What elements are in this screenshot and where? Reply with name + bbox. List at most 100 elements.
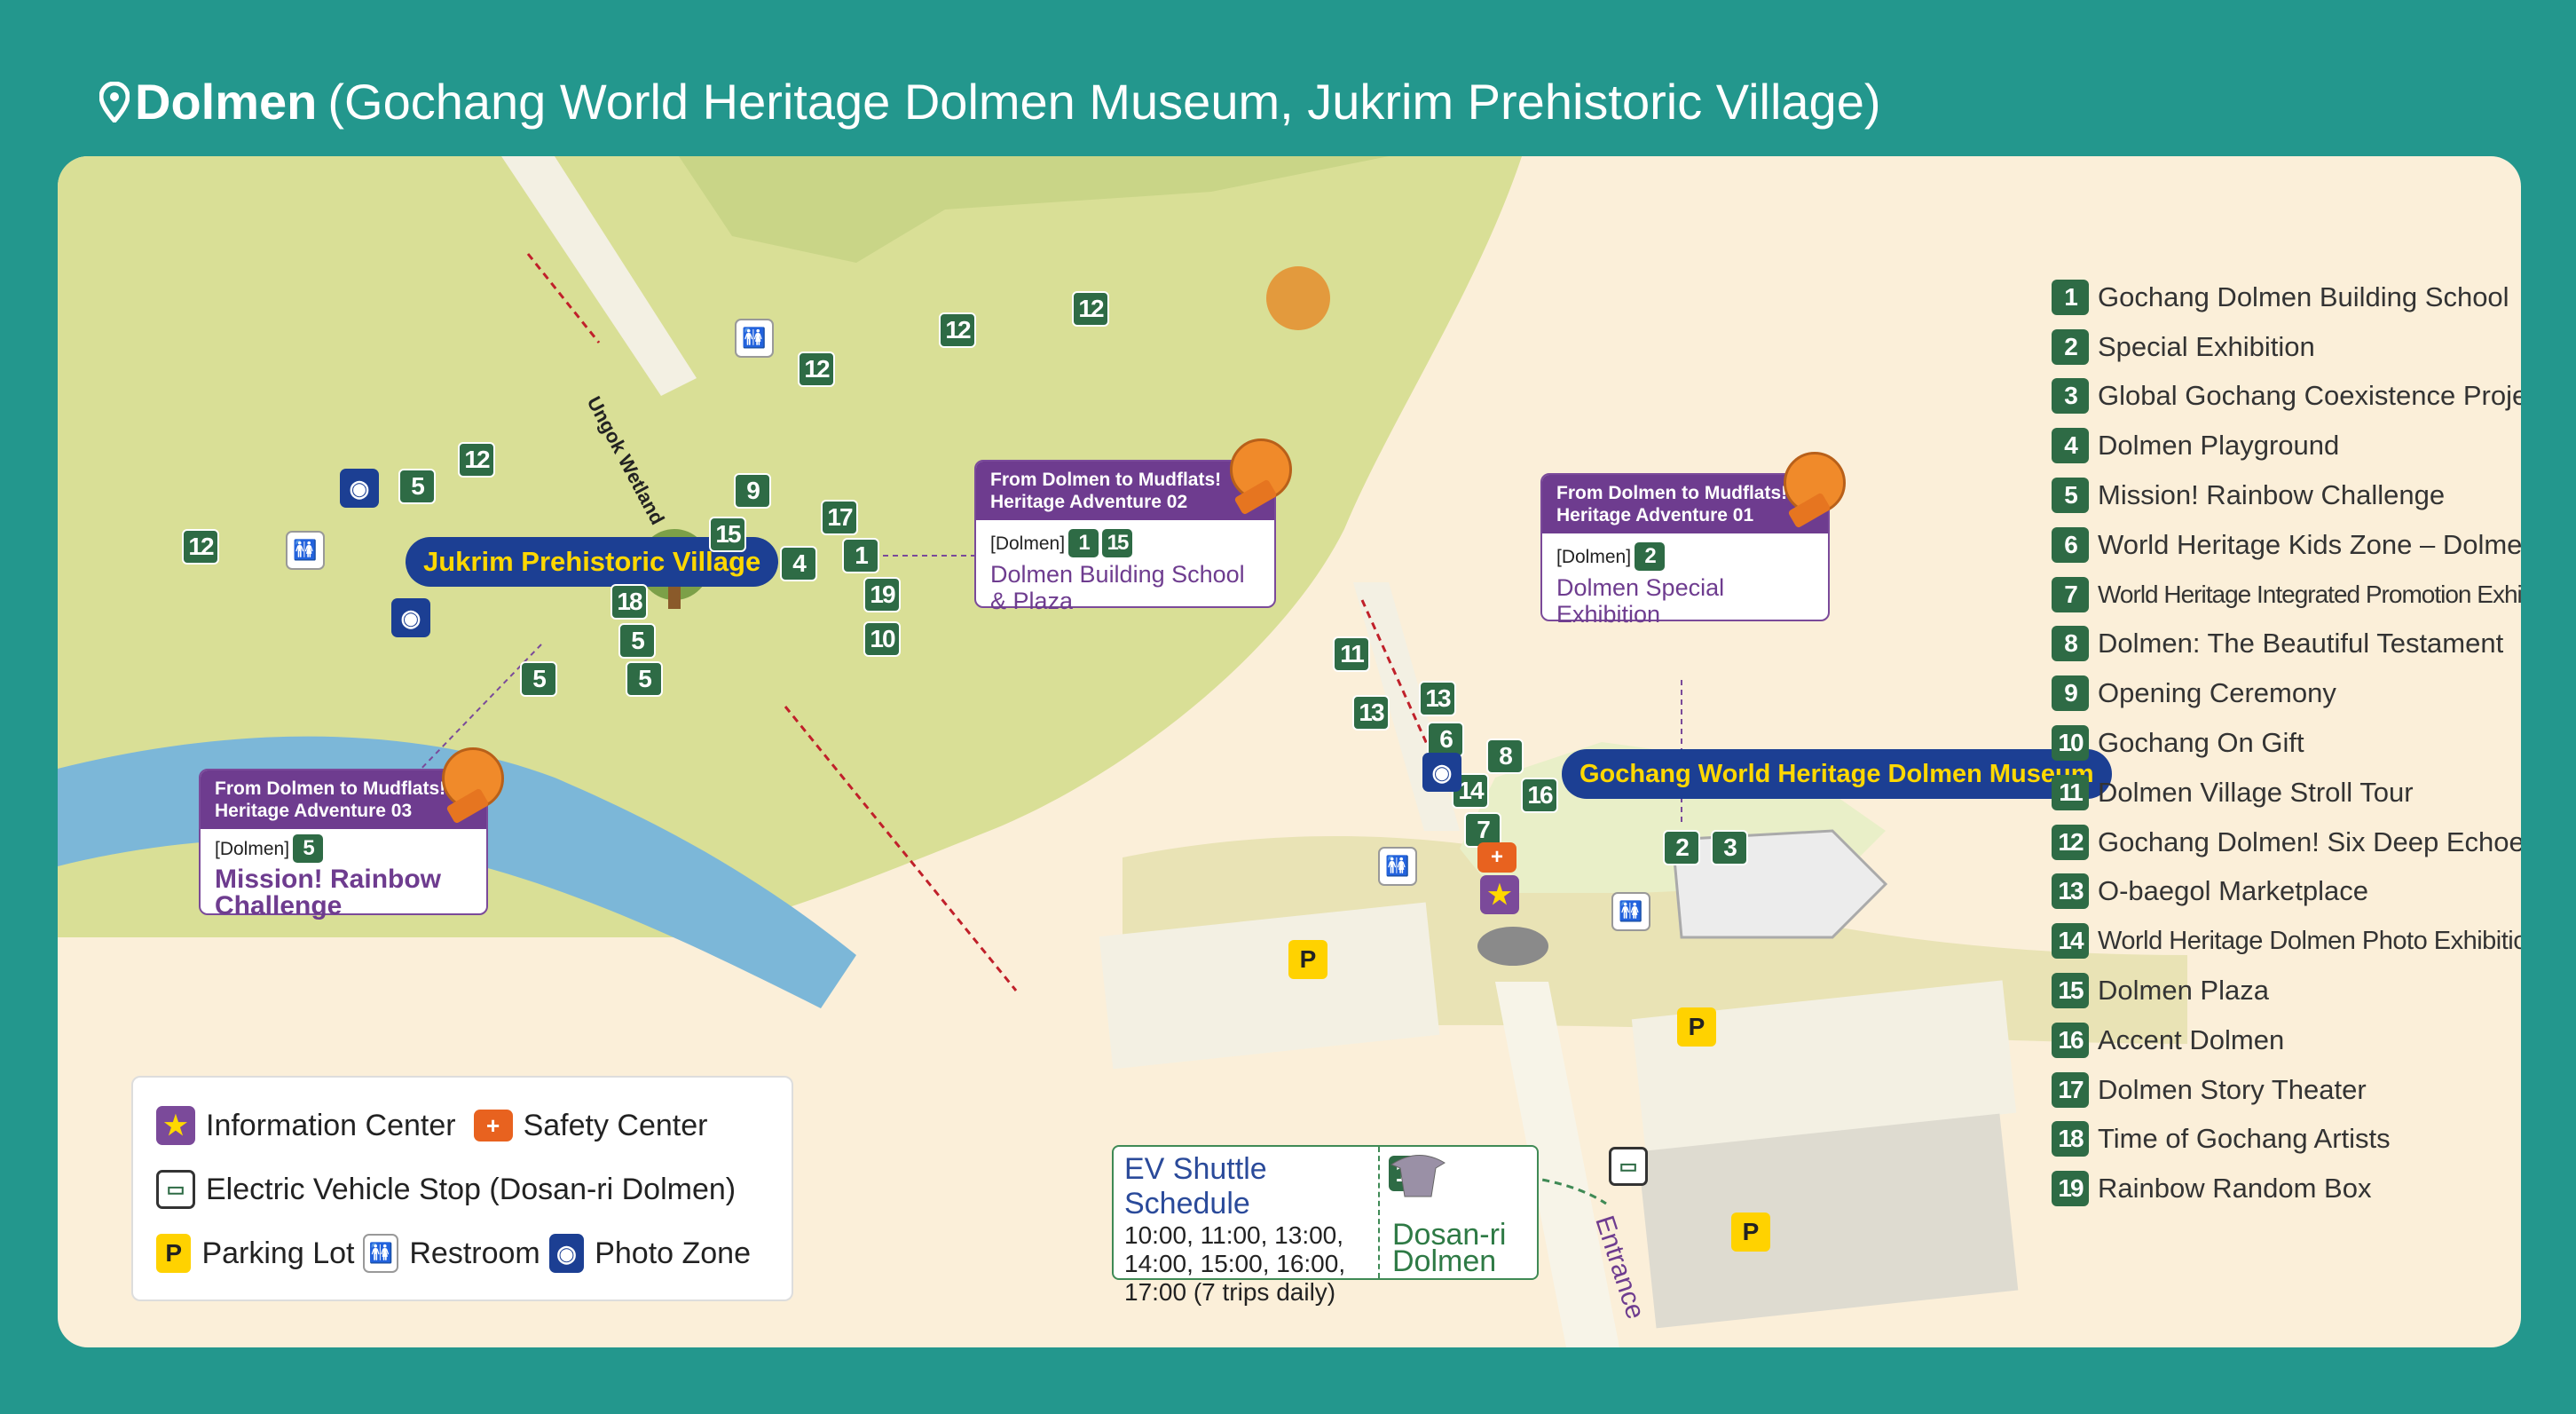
program-number-badge: 2: [2052, 328, 2089, 365]
callout-heading: From Dolmen to Mudflats!: [990, 470, 1222, 490]
callout-badge: 2: [1635, 542, 1666, 571]
page-title: Dolmen (Gochang World Heritage Dolmen Mu…: [99, 73, 1881, 130]
map-marker[interactable]: 9: [734, 473, 771, 509]
heritage-adventure-02-callout[interactable]: From Dolmen to Mudflats!Heritage Adventu…: [974, 438, 1292, 614]
safety-center-icon: +: [473, 1110, 513, 1141]
program-number-badge: 9: [2052, 675, 2089, 712]
map-marker[interactable]: 12: [182, 529, 219, 565]
heritage-adventure-01-callout[interactable]: From Dolmen to Mudflats!Heritage Adventu…: [1540, 452, 1846, 628]
map-marker[interactable]: 6: [1427, 722, 1464, 757]
map-marker[interactable]: 10: [863, 621, 901, 657]
map-marker[interactable]: 17: [821, 500, 858, 535]
program-number-badge: 1: [2052, 279, 2089, 315]
ev-stop-icon[interactable]: ▭: [1609, 1147, 1648, 1186]
program-name: Gochang Dolmen Building School: [2098, 280, 2509, 312]
restroom-icon: 🚻: [363, 1234, 399, 1273]
map-marker[interactable]: 12: [939, 312, 976, 348]
map-marker[interactable]: 19: [863, 577, 901, 612]
map-marker[interactable]: 5: [626, 661, 663, 697]
callout-heading: From Dolmen to Mudflats!: [215, 778, 446, 799]
map-marker[interactable]: 18: [611, 584, 648, 620]
callout-title: Mission! Rainbow Challenge: [215, 865, 441, 920]
map-marker[interactable]: 2: [1663, 830, 1700, 865]
callout-badge: 5: [293, 834, 324, 863]
map-marker[interactable]: 12: [798, 352, 835, 387]
callout-subheading: Heritage Adventure 01: [1556, 505, 1754, 525]
safety-center-icon[interactable]: +: [1477, 842, 1516, 873]
program-number-badge: 19: [2052, 1171, 2089, 1207]
map-marker[interactable]: 5: [618, 623, 656, 659]
map-marker[interactable]: 4: [780, 546, 817, 581]
map-marker[interactable]: 15: [709, 517, 746, 552]
parking-icon[interactable]: P: [1288, 940, 1327, 979]
stamp-icon: [1784, 452, 1846, 514]
program-number-badge: 12: [2052, 824, 2089, 860]
parking-icon: P: [156, 1234, 192, 1273]
callout-tag: [Dolmen]: [990, 533, 1066, 554]
program-number-badge: 5: [2052, 478, 2089, 514]
title-rest: (Gochang World Heritage Dolmen Museum, J…: [327, 74, 1881, 130]
restroom-icon[interactable]: 🚻: [286, 531, 325, 570]
heritage-adventure-03-callout[interactable]: From Dolmen to Mudflats!Heritage Adventu…: [199, 747, 504, 920]
program-name: Dolmen Playground: [2098, 430, 2340, 462]
map-marker[interactable]: 5: [520, 661, 557, 697]
program-number-badge: 14: [2052, 923, 2089, 960]
information-center-icon: ★: [156, 1106, 195, 1145]
map-marker[interactable]: 11: [1333, 636, 1370, 672]
program-name: Dolmen Plaza: [2098, 975, 2269, 1007]
program-name: Time of Gochang Artists: [2098, 1123, 2391, 1155]
program-number-badge: 10: [2052, 725, 2089, 762]
callout-subheading: Heritage Adventure 03: [215, 801, 413, 821]
program-name: Rainbow Random Box: [2098, 1173, 2372, 1205]
legend-ev-label: Electric Vehicle Stop (Dosan-ri Dolmen): [206, 1172, 737, 1206]
photo-zone-icon[interactable]: ◉: [1422, 753, 1461, 792]
shuttle-times: 17:00 (7 trips daily): [1124, 1278, 1336, 1306]
restroom-icon[interactable]: 🚻: [1378, 847, 1417, 886]
program-list-item[interactable]: 4 Dolmen Playground: [2052, 421, 2521, 470]
map-marker[interactable]: 8: [1486, 739, 1524, 774]
callout-subheading: Heritage Adventure 02: [990, 492, 1188, 512]
map-panel[interactable]: Ungok Wetland Entrance Jukrim Prehistori…: [58, 156, 2521, 1347]
program-name: World Heritage Integrated Promotion Exhi…: [2098, 580, 2521, 608]
map-marker[interactable]: 3: [1711, 830, 1748, 865]
information-center-icon[interactable]: ★: [1480, 875, 1519, 914]
map-marker[interactable]: 1: [842, 538, 879, 573]
restroom-icon[interactable]: 🚻: [735, 319, 774, 358]
restroom-icon[interactable]: 🚻: [1611, 892, 1650, 931]
photo-zone-icon[interactable]: ◉: [391, 598, 430, 637]
map-marker[interactable]: 12: [1072, 291, 1109, 327]
map-marker[interactable]: 13: [1419, 681, 1456, 716]
program-name: World Heritage Kids Zone – Dolmen: [2098, 528, 2521, 560]
parking-icon[interactable]: P: [1677, 1007, 1716, 1047]
parking-icon[interactable]: P: [1731, 1213, 1770, 1252]
program-number-badge: 4: [2052, 428, 2089, 464]
map-marker[interactable]: 5: [398, 469, 436, 504]
map-marker[interactable]: 13: [1352, 695, 1390, 731]
program-list-item[interactable]: 19 Rainbow Random Box: [2052, 1164, 2521, 1213]
map-marker[interactable]: 12: [458, 442, 495, 478]
dolmen-museum-label[interactable]: Gochang World Heritage Dolmen Museum: [1562, 749, 2112, 799]
legend-photo-label: Photo Zone: [595, 1236, 751, 1270]
map-marker[interactable]: 7: [1464, 812, 1501, 848]
map-marker[interactable]: 16: [1521, 778, 1558, 813]
program-number-badge: 8: [2052, 626, 2089, 662]
program-list-item[interactable]: 1 Gochang Dolmen Building School: [2052, 273, 2521, 322]
photo-zone-icon[interactable]: ◉: [340, 469, 379, 508]
ev-shuttle-schedule: EV Shuttle Schedule 10:00, 11:00, 13:00,…: [1112, 1145, 1539, 1306]
